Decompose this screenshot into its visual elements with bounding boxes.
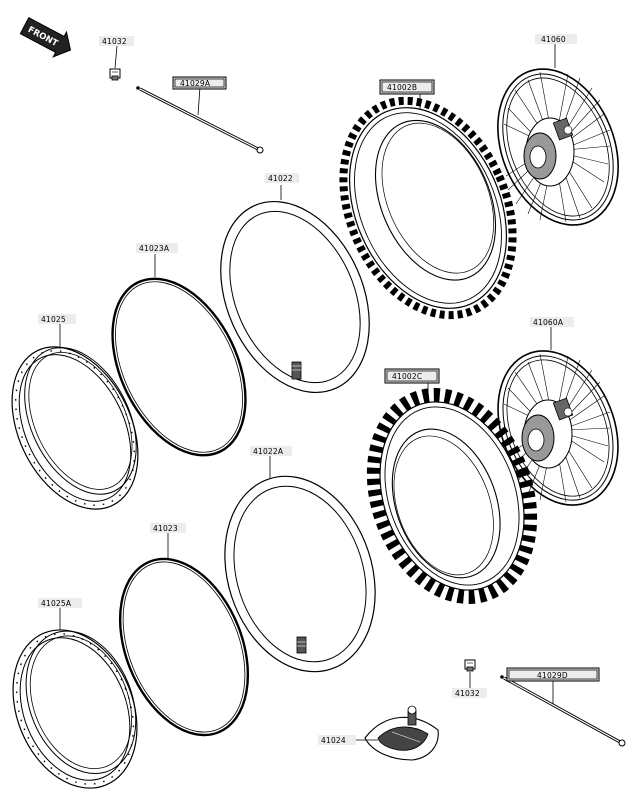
label-41029a[interactable]: 41029A bbox=[180, 79, 211, 88]
label-41022[interactable]: 41022 bbox=[268, 174, 293, 183]
label-41023a[interactable]: 41023A bbox=[139, 244, 170, 253]
valve-stem-41022 bbox=[291, 361, 302, 380]
rim-lock-41029a[interactable] bbox=[136, 86, 264, 154]
rim-41025a[interactable] bbox=[0, 611, 160, 800]
wheel-assembly-41060[interactable] bbox=[476, 51, 641, 243]
label-41023[interactable]: 41023 bbox=[153, 524, 178, 533]
label-bg-41025a bbox=[38, 598, 82, 608]
label-bg-41032-bottom bbox=[452, 688, 487, 698]
leader-41032-top bbox=[114, 45, 118, 69]
label-box-inner-41002c bbox=[386, 370, 438, 382]
label-41060a[interactable]: 41060A bbox=[533, 318, 564, 327]
valve-stem-41022a bbox=[296, 636, 307, 654]
label-box-inner-41002b bbox=[381, 81, 433, 93]
label-41025a[interactable]: 41025A bbox=[41, 599, 72, 608]
rim-band-41023a[interactable] bbox=[86, 257, 273, 477]
tire-41002c[interactable] bbox=[347, 373, 557, 619]
label-bg-41032-top bbox=[99, 36, 134, 46]
label-41022a[interactable]: 41022A bbox=[253, 447, 284, 456]
label-bg-41024 bbox=[318, 735, 356, 745]
label-41060[interactable]: 41060 bbox=[541, 35, 566, 44]
label-bg-41023a bbox=[136, 243, 178, 253]
label-41002c[interactable]: 41002C bbox=[392, 372, 422, 381]
inner-tube-41022a[interactable] bbox=[201, 457, 400, 692]
label-bg-41022a bbox=[250, 446, 292, 456]
label-41024[interactable]: 41024 bbox=[321, 736, 346, 745]
valve-nut-bottom[interactable] bbox=[464, 659, 476, 672]
label-41002b[interactable]: 41002B bbox=[387, 83, 417, 92]
tire-41002b[interactable] bbox=[311, 74, 545, 342]
label-box-inner-41029d bbox=[508, 669, 598, 680]
label-bg-41060 bbox=[535, 34, 577, 44]
wheel-assembly-41060a[interactable] bbox=[476, 333, 640, 523]
label-bg-41060a bbox=[530, 317, 574, 327]
label-bg-41025 bbox=[38, 314, 76, 324]
label-41032-bottom[interactable]: 41032 bbox=[455, 689, 480, 698]
label-41029d[interactable]: 41029D bbox=[537, 671, 568, 680]
rim-41025[interactable] bbox=[0, 326, 164, 530]
label-41025[interactable]: 41025 bbox=[41, 315, 66, 324]
rim-lock-41029d[interactable] bbox=[500, 675, 626, 747]
label-box-inner-41029a bbox=[174, 78, 225, 88]
label-bg-41022 bbox=[265, 173, 299, 183]
valve-nut-top[interactable] bbox=[109, 68, 121, 81]
rim-lock-41024[interactable] bbox=[364, 705, 439, 761]
front-direction-badge: FRONT bbox=[19, 17, 72, 58]
label-bg-41023 bbox=[150, 523, 186, 533]
leader-41029a bbox=[197, 86, 201, 116]
rim-band-41023[interactable] bbox=[96, 540, 272, 754]
label-41032-top[interactable]: 41032 bbox=[102, 37, 127, 46]
inner-tube-41022[interactable] bbox=[192, 178, 398, 416]
